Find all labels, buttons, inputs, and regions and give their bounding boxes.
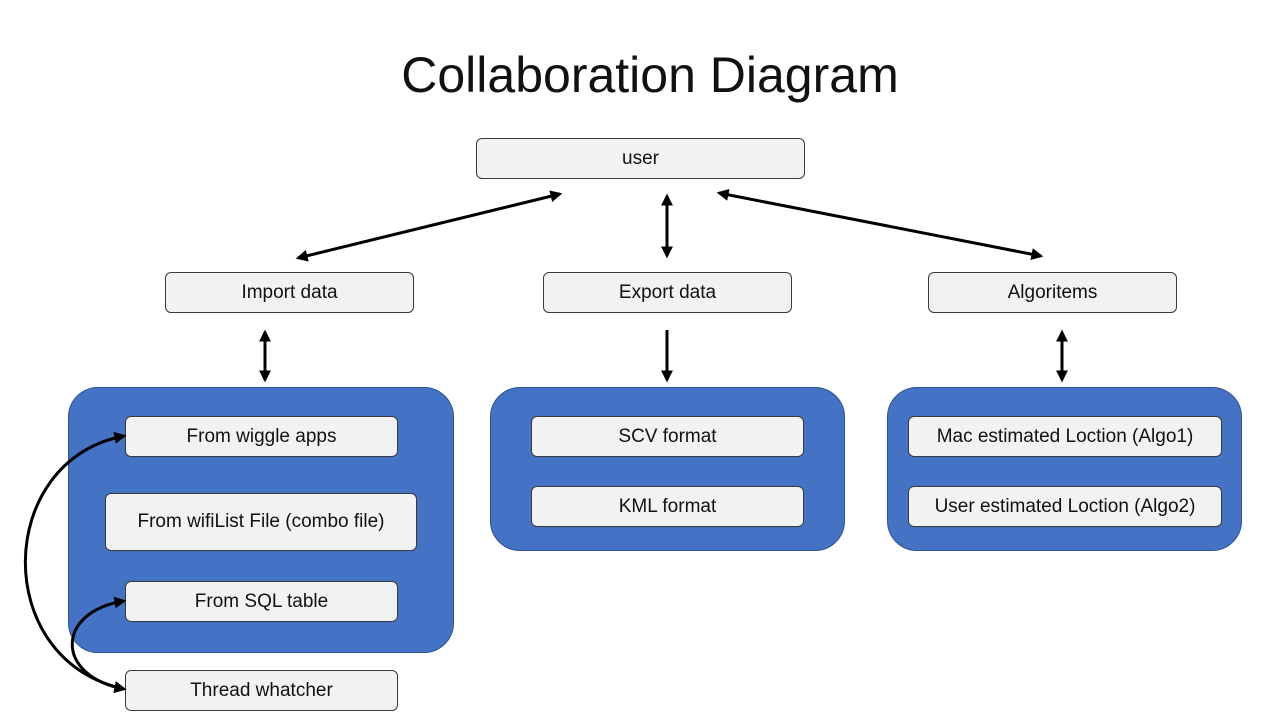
mac-estimated-location-node: Mac estimated Loction (Algo1) <box>908 416 1222 457</box>
kml-format-node: KML format <box>531 486 804 527</box>
from-wifilist-file-node: From wifiList File (combo file) <box>105 493 417 551</box>
export-data-node: Export data <box>543 272 792 313</box>
from-sql-table-node: From SQL table <box>125 581 398 622</box>
arrow-user-import <box>295 190 563 262</box>
import-data-node: Import data <box>165 272 414 313</box>
algoritems-node: Algoritems <box>928 272 1177 313</box>
scv-format-node: SCV format <box>531 416 804 457</box>
user-estimated-location-node: User estimated Loction (Algo2) <box>908 486 1222 527</box>
arrow-user-algoritems <box>716 188 1044 261</box>
diagram-title: Collaboration Diagram <box>401 47 899 103</box>
from-wiggle-apps-node: From wiggle apps <box>125 416 398 457</box>
user-node: user <box>476 138 805 179</box>
thread-whatcher-node: Thread whatcher <box>125 670 398 711</box>
